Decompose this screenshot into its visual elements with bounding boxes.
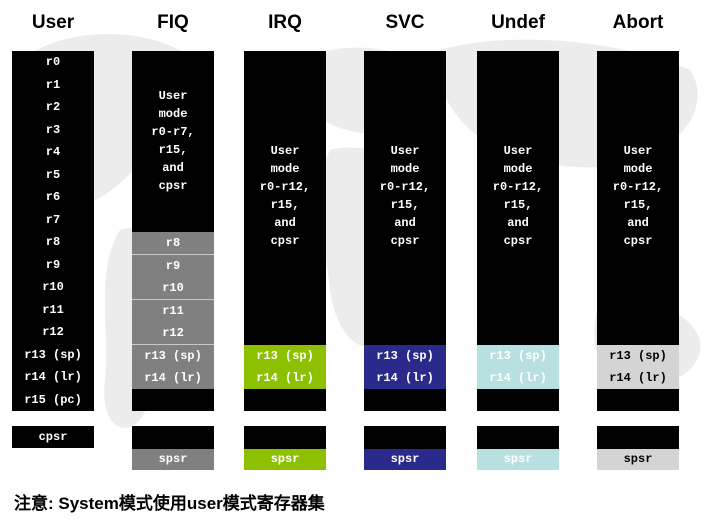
register-r10: r10 [42, 280, 64, 294]
register-r1: r1 [45, 77, 61, 92]
fiq-banked-r13: r13 (sp) [132, 345, 214, 368]
undef-status-block: spsr [477, 426, 559, 470]
mode-header-undef: Undef [491, 12, 545, 33]
fiq-banked-r12: r12 [132, 322, 214, 345]
fiq-shared-note: User mode r0-r7, r15, and cpsr [151, 89, 195, 193]
abort-shared-note: User mode r0-r12, r15, and cpsr [612, 144, 664, 248]
undef-banked-r13: r13 (sp) [477, 345, 559, 368]
svc-banked-r13: r13 (sp) [364, 345, 446, 368]
register-r6: r6 [45, 190, 61, 204]
svc-shared-note: User mode r0-r12, r15, and cpsr [379, 144, 431, 248]
register-r9: r9 [45, 257, 61, 272]
abort-register-column: User mode r0-r12, r15, and cpsr r13 (sp)… [597, 51, 679, 411]
undef-shared-note: User mode r0-r12, r15, and cpsr [492, 144, 544, 248]
fiq-status-block: spsr [132, 426, 214, 470]
fiq-banked-r9: r9 [132, 255, 214, 278]
mode-header-abort: Abort [612, 12, 664, 33]
irq-register-column: User mode r0-r12, r15, and cpsr r13 (sp)… [244, 51, 326, 411]
register-r3: r3 [45, 122, 61, 137]
register-r4: r4 [45, 145, 61, 159]
abort-banked-r14: r14 (lr) [597, 367, 679, 389]
register-r14: r14 (lr) [24, 370, 82, 384]
irq-shared-note: User mode r0-r12, r15, and cpsr [259, 144, 311, 248]
mode-header-fiq: FIQ [157, 12, 189, 33]
svc-banked-r14: r14 (lr) [364, 367, 446, 389]
register-r5: r5 [45, 167, 61, 182]
register-r11: r11 [42, 302, 64, 317]
register-r12: r12 [42, 325, 64, 339]
fiq-register-column: User mode r0-r7, r15, and cpsr r8 r9 r10… [132, 51, 214, 411]
abort-banked-r13: r13 (sp) [597, 345, 679, 368]
mode-header-irq: IRQ [268, 12, 302, 33]
register-r2: r2 [45, 100, 61, 114]
svc-status-block: spsr [364, 426, 446, 470]
svc-spsr: spsr [364, 449, 446, 470]
register-r8: r8 [45, 235, 61, 249]
user-register-column: r0 r1 r2 r3 r4 r5 r6 r7 r8 r9 r10 r11 r1… [12, 51, 94, 411]
undef-spsr: spsr [477, 449, 559, 470]
fiq-banked-r14: r14 (lr) [132, 367, 214, 389]
fiq-banked-r11: r11 [132, 300, 214, 323]
abort-spsr: spsr [597, 449, 679, 470]
svc-register-column: User mode r0-r12, r15, and cpsr r13 (sp)… [364, 51, 446, 411]
irq-spsr: spsr [244, 449, 326, 470]
register-r13: r13 (sp) [24, 347, 82, 362]
irq-banked-r14: r14 (lr) [244, 367, 326, 389]
abort-status-block: spsr [597, 426, 679, 470]
register-r15: r15 (pc) [24, 392, 82, 407]
irq-status-block: spsr [244, 426, 326, 470]
undef-register-column: User mode r0-r12, r15, and cpsr r13 (sp)… [477, 51, 559, 411]
mode-header-user: User [31, 12, 75, 33]
fiq-spsr: spsr [132, 449, 214, 470]
undef-banked-r14: r14 (lr) [477, 367, 559, 389]
mode-header-svc: SVC [385, 12, 425, 33]
irq-banked-r13: r13 (sp) [244, 345, 326, 368]
fiq-banked-r8: r8 [132, 232, 214, 255]
footer-note: 注意: System模式使用user模式寄存器集 [14, 494, 325, 513]
register-r0: r0 [45, 55, 61, 69]
register-r7: r7 [45, 212, 61, 227]
fiq-banked-r10: r10 [132, 277, 214, 300]
cpsr-register: cpsr [12, 426, 94, 448]
